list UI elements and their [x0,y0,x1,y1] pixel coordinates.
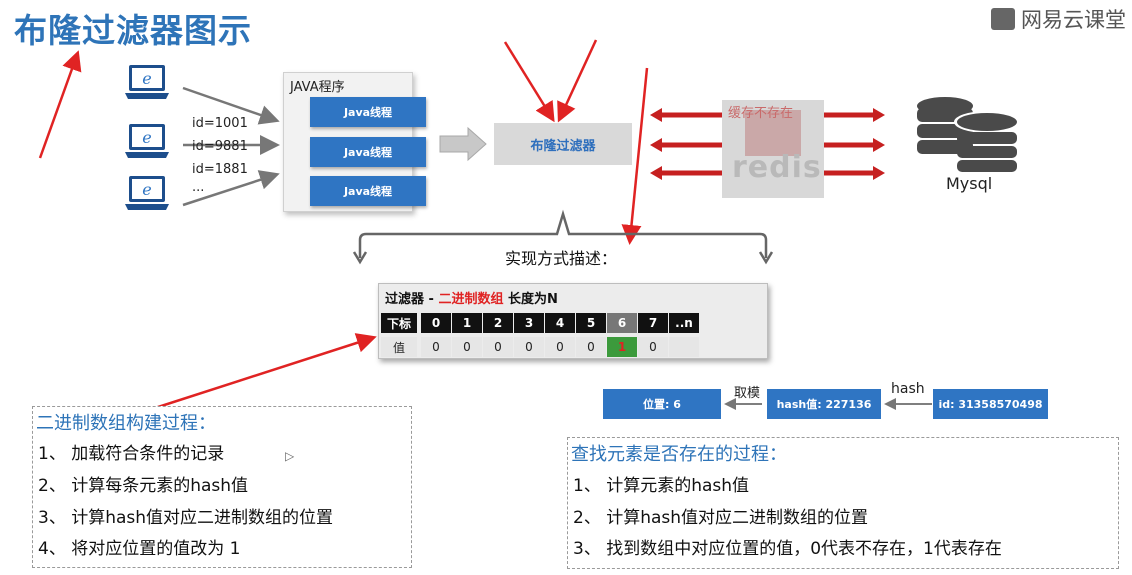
brand-name: 网易云课堂 [1021,8,1126,32]
bit-value-cell: 0 [638,337,668,357]
mod-label: 取模 [734,386,761,401]
id-label: id=1881 [192,162,248,177]
pointer-arrow [154,333,377,410]
bit-value-cell: 0 [514,337,544,357]
index-header-label: 下标 [381,313,417,333]
build-step: 2、 计算每条元素的hash值 [38,476,249,496]
bit-index-cell: ..n [669,313,699,333]
id-label: ... [192,180,205,195]
bit-array-title-highlight: 二进制数组 [438,292,504,307]
client-laptop-icon: e [125,176,169,210]
bit-index-cell: 0 [421,313,451,333]
mouse-cursor-icon: ▷ [285,449,295,463]
id-label: id=9881 [192,139,248,154]
svg-text:e: e [142,128,151,147]
build-step: 3、 计算hash值对应二进制数组的位置 [38,508,334,528]
bit-index-cell: 6 [607,313,637,333]
mysql-label: Mysql [946,174,993,193]
value-header-label: 值 [381,337,417,357]
redis-label: redis [732,150,822,185]
bit-array-title-prefix: 过滤器 - [385,292,439,307]
bit-value-cell: 1 [607,337,637,357]
bit-value-cell: 0 [545,337,575,357]
bit-value-cell: 0 [421,337,451,357]
build-process-note [32,406,412,568]
bit-index-cell: 5 [576,313,606,333]
id-label: id=1001 [192,116,248,131]
java-to-bloom-arrow [439,126,487,162]
query-step: 3、 找到数组中对应位置的值，0代表不存在，1代表存在 [573,539,1002,559]
cache-miss-label: 缓存不存在 [728,106,794,121]
brand-icon [991,8,1015,30]
build-step: 4、 将对应位置的值改为 1 [38,539,241,559]
query-process-title: 查找元素是否存在的过程： [571,444,787,465]
query-process-note [567,437,1119,569]
query-step: 2、 计算hash值对应二进制数组的位置 [573,508,869,528]
pointer-arrow [503,41,555,123]
bit-index-cell: 1 [452,313,482,333]
client-laptop-icon: e [125,124,169,158]
position-node: 位置: 6 [603,389,721,419]
hash-value-node: hash值: 227136 [767,389,881,419]
java-thread-node: Java线程 [310,176,426,206]
bloom-filter-node: 布隆过滤器 [494,123,632,165]
desc-bracket [358,209,768,258]
bit-value-cell [669,337,699,357]
hash-label: hash [891,381,925,397]
query-step: 1、 计算元素的hash值 [573,476,750,496]
bit-index-cell: 2 [483,313,513,333]
svg-text:e: e [142,180,151,199]
bit-array-title: 过滤器 - 二进制数组 长度为N [385,288,558,307]
page-title: 布隆过滤器图示 [14,11,252,50]
client-laptop-icon: e [125,65,169,99]
java-thread-node: Java线程 [310,137,426,167]
id-node: id: 31358570498 [933,389,1048,419]
brand-logo: 网易云课堂 [991,4,1126,34]
bit-index-cell: 7 [638,313,668,333]
bit-value-cell: 0 [452,337,482,357]
database-icon [917,97,1020,172]
client-arrow [182,86,280,125]
java-program-title: JAVA程序 [290,80,345,95]
bit-index-cell: 3 [514,313,544,333]
build-process-title: 二进制数组构建过程： [36,413,216,434]
build-step: 1、 加载符合条件的记录 [38,444,225,464]
redis-logo-icon [745,110,801,156]
bit-index-cell: 4 [545,313,575,333]
java-thread-node: Java线程 [310,97,426,127]
bit-value-cell: 0 [483,337,513,357]
pointer-arrow [557,39,598,123]
pointer-arrow [621,67,649,245]
client-arrow [182,170,280,207]
bit-value-cell: 0 [576,337,606,357]
svg-text:e: e [142,69,151,88]
bit-array-title-suffix: 长度为N [503,292,558,307]
pointer-arrow [38,50,82,159]
implementation-heading: 实现方式描述： [505,249,618,268]
